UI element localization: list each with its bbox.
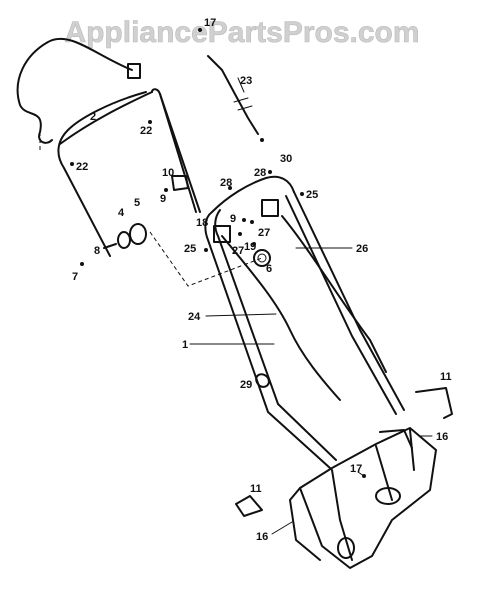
label-part-1: 1 xyxy=(182,339,188,351)
cable-24 xyxy=(221,235,341,401)
label-part-23: 23 xyxy=(240,75,252,87)
pin-28-a xyxy=(228,186,232,190)
label-part-6: 6 xyxy=(266,263,272,275)
deck-flange xyxy=(379,429,413,449)
label-part-19: 19 xyxy=(244,241,256,253)
knob-5 xyxy=(129,223,147,245)
pin-22-b xyxy=(70,162,74,166)
clamp-18 xyxy=(213,225,231,243)
cable-break xyxy=(233,97,253,111)
label-part-17b: 17 xyxy=(350,463,362,475)
label-part-22a: 22 xyxy=(140,125,152,137)
pin-28-b xyxy=(268,170,272,174)
deck-plate xyxy=(289,487,321,561)
clamp-30 xyxy=(261,199,279,217)
clip-11-right xyxy=(415,387,453,419)
pin-25-a xyxy=(204,248,208,252)
label-part-7: 7 xyxy=(72,271,78,283)
pin-22-a xyxy=(148,120,152,124)
label-part-16b: 16 xyxy=(256,531,268,543)
pin-9-b xyxy=(242,218,246,222)
leader-24 xyxy=(205,313,277,317)
pin-7 xyxy=(80,262,84,266)
knob-6 xyxy=(253,249,271,267)
label-part-25a: 25 xyxy=(184,243,196,255)
knob-6-inner xyxy=(257,253,267,263)
clip-10 xyxy=(171,175,189,191)
label-part-8: 8 xyxy=(94,245,100,257)
label-part-5: 5 xyxy=(134,197,140,209)
lower-handle-left xyxy=(204,211,331,469)
label-part-22b: 22 xyxy=(76,161,88,173)
label-part-24: 24 xyxy=(188,311,201,323)
cable-end xyxy=(260,138,264,142)
pin-27-b xyxy=(250,220,254,224)
pin-25-b xyxy=(300,192,304,196)
leader-23 xyxy=(237,77,245,93)
upper-handle-inner xyxy=(57,91,147,257)
label-part-16a: 16 xyxy=(436,431,448,443)
lower-handle-right-inner xyxy=(285,195,397,415)
cable-bracket xyxy=(127,63,141,79)
label-part-25b: 25 xyxy=(306,189,318,201)
deck-bracket xyxy=(299,427,437,569)
bolt-8 xyxy=(103,243,117,249)
pin-27-a xyxy=(238,232,242,236)
cable-26 xyxy=(281,215,387,373)
upper-cable xyxy=(207,55,259,135)
label-part-30: 30 xyxy=(280,153,292,165)
label-part-17a: 17 xyxy=(204,17,216,29)
upper-handle-crossbar xyxy=(59,91,153,145)
deck-hole xyxy=(375,487,401,505)
label-part-9b: 9 xyxy=(230,213,236,225)
lower-handle-right xyxy=(293,191,405,411)
label-part-9a: 9 xyxy=(160,193,166,205)
fastener-17-top xyxy=(198,28,202,32)
label-part-2: 2 xyxy=(90,111,96,123)
pin-19 xyxy=(252,242,256,246)
clip-11-left xyxy=(235,495,263,517)
label-part-27b: 27 xyxy=(258,227,270,239)
deck-hole-2 xyxy=(337,537,355,559)
label-part-27a: 27 xyxy=(232,245,244,257)
upper-handle-right-leg xyxy=(159,93,197,213)
label-part-18: 18 xyxy=(196,217,208,229)
label-part-11a: 11 xyxy=(440,371,452,383)
label-part-28b: 28 xyxy=(254,167,266,179)
clip-29 xyxy=(255,373,270,388)
label-part-29: 29 xyxy=(240,379,252,391)
deck-bracket-inner xyxy=(331,429,415,561)
leader-17b xyxy=(357,471,365,477)
washer-4 xyxy=(117,231,131,249)
label-part-4: 4 xyxy=(118,207,125,219)
label-part-26: 26 xyxy=(356,243,368,255)
label-part-10: 10 xyxy=(162,167,174,179)
dashed-assembly-link xyxy=(149,231,263,287)
leader-16b xyxy=(271,521,293,535)
label-part-11b: 11 xyxy=(250,483,262,495)
label-part-28a: 28 xyxy=(220,177,232,189)
lower-handle-top xyxy=(211,175,295,213)
watermark-text: AppliancePartsPros.com xyxy=(64,16,419,49)
control-cable xyxy=(16,37,133,144)
pin-9-a xyxy=(164,188,168,192)
